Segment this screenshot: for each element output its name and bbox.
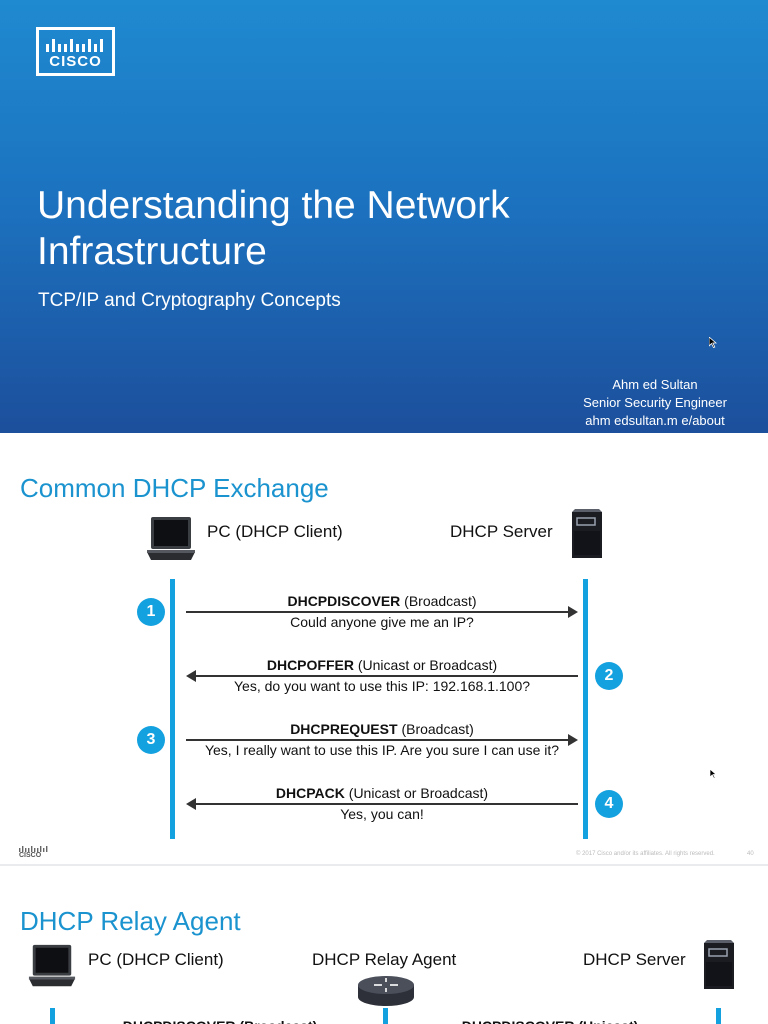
cisco-bars-icon bbox=[19, 846, 48, 852]
cisco-logo: CISCO bbox=[36, 27, 115, 76]
step-4-detail: Yes, you can! bbox=[340, 806, 424, 822]
server-label: DHCP Server bbox=[450, 522, 553, 541]
step-3-badge: 3 bbox=[137, 726, 165, 754]
client-label: PC (DHCP Client) bbox=[207, 522, 343, 541]
step-2-detail: Yes, do you want to use this IP: 192.168… bbox=[233, 678, 531, 694]
title-line-1: Understanding the Network bbox=[37, 184, 510, 227]
server-timeline bbox=[716, 1008, 721, 1024]
mouse-cursor-icon bbox=[709, 337, 717, 348]
logo-wordmark: CISCO bbox=[49, 53, 102, 70]
step-2-arrow bbox=[186, 670, 578, 682]
author-name: Ahm ed Sultan bbox=[612, 377, 698, 392]
server-timeline bbox=[583, 579, 588, 839]
title-slide: CISCO Understanding the Network Infrastr… bbox=[0, 0, 768, 433]
slide-title: Common DHCP Exchange bbox=[20, 473, 329, 503]
mouse-cursor-icon bbox=[710, 769, 717, 779]
client-timeline bbox=[170, 579, 175, 839]
step-4-arrow bbox=[186, 798, 578, 810]
copyright-text: © 2017 Cisco and/or its affiliates. All … bbox=[576, 851, 715, 857]
author-block: Ahm ed Sultan Senior Security Engineer a… bbox=[560, 376, 750, 430]
slide-title: Understanding the Network Infrastructure bbox=[37, 183, 637, 275]
relay-timeline bbox=[383, 1008, 388, 1024]
step-4-badge: 4 bbox=[595, 790, 623, 818]
slide-title: DHCP Relay Agent bbox=[20, 906, 241, 936]
footer-brand: CISCO bbox=[19, 852, 42, 859]
step-4-title: DHCPACK (Unicast or Broadcast) bbox=[275, 785, 489, 801]
dhcp-relay-slide: DHCP Relay Agent PC (DHCP Client) DHCP R… bbox=[0, 866, 768, 1024]
slide-subtitle: TCP/IP and Cryptography Concepts bbox=[38, 290, 341, 311]
page-number: 40 bbox=[747, 851, 754, 857]
step-2-badge: 2 bbox=[595, 662, 623, 690]
step-3-arrow bbox=[186, 734, 578, 746]
server-icon bbox=[572, 509, 602, 558]
router-icon bbox=[358, 976, 414, 1006]
step-3-title: DHCPREQUEST (Broadcast) bbox=[290, 721, 474, 737]
step-3-detail: Yes, I really want to use this IP. Are y… bbox=[204, 742, 560, 758]
author-url[interactable]: ahm edsultan.m e/about bbox=[585, 413, 725, 428]
step-1-arrow bbox=[186, 606, 578, 618]
author-role: Senior Security Engineer bbox=[583, 395, 727, 410]
title-line-2: Infrastructure bbox=[37, 230, 267, 273]
relay-msg-right: DHCPDISCOVER (Unicast) bbox=[400, 1016, 700, 1024]
laptop-icon bbox=[28, 944, 76, 987]
client-timeline bbox=[50, 1008, 55, 1024]
step-1-badge: 1 bbox=[137, 598, 165, 626]
cisco-bars-icon bbox=[46, 39, 103, 52]
relay-label: DHCP Relay Agent bbox=[312, 950, 457, 969]
server-label: DHCP Server bbox=[583, 950, 686, 969]
server-icon bbox=[704, 940, 734, 989]
client-label: PC (DHCP Client) bbox=[88, 950, 224, 969]
laptop-icon bbox=[147, 517, 195, 560]
relay-msg-left: DHCPDISCOVER (Broadcast) bbox=[70, 1016, 370, 1024]
step-2-title: DHCPOFFER (Unicast or Broadcast) bbox=[266, 657, 498, 673]
step-1-detail: Could anyone give me an IP? bbox=[290, 614, 474, 630]
step-1-title: DHCPDISCOVER (Broadcast) bbox=[287, 593, 477, 609]
dhcp-exchange-slide: Common DHCP Exchange PC (DHCP Client) DH… bbox=[0, 433, 768, 864]
footer-cisco-logo: CISCO bbox=[19, 845, 49, 859]
